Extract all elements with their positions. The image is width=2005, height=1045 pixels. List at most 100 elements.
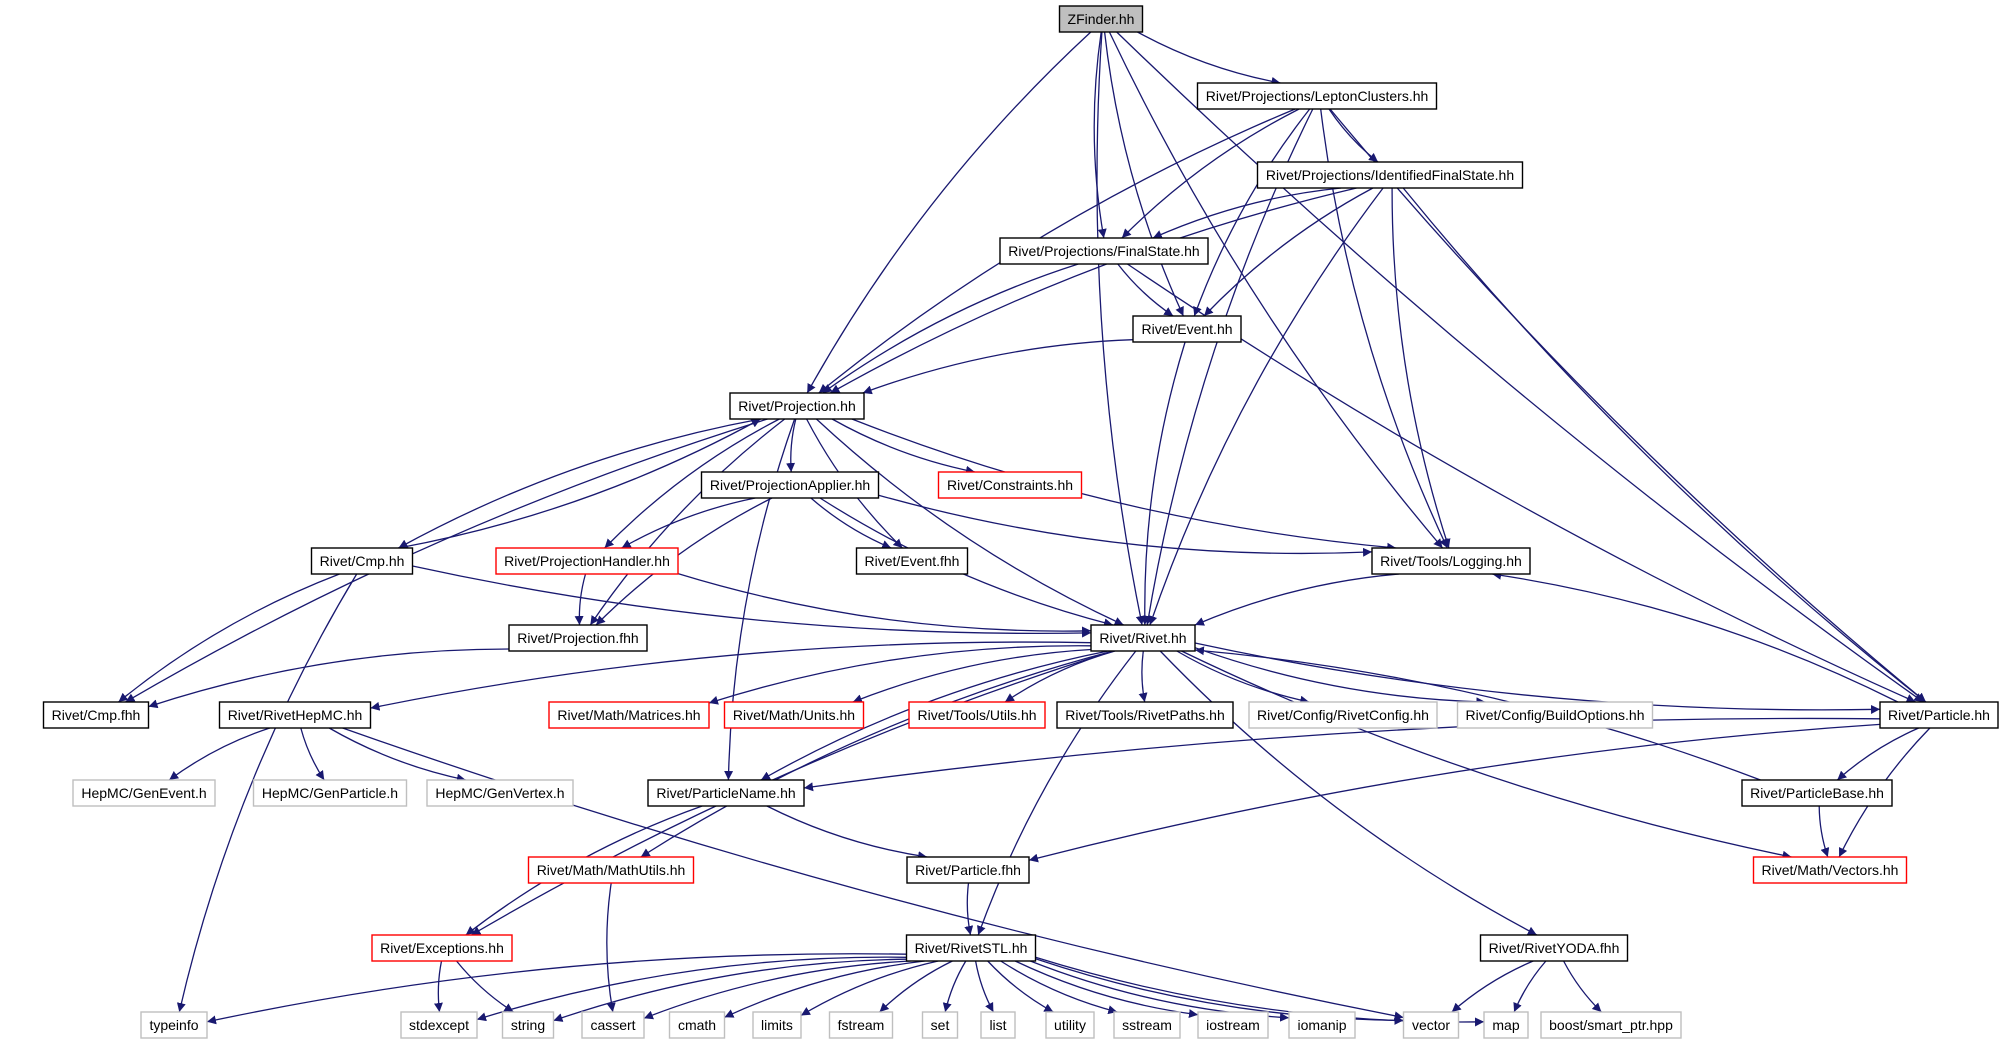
- node-mathutils[interactable]: Rivet/Math/MathUtils.hh: [527, 856, 695, 884]
- node-box: [1197, 1011, 1269, 1039]
- edge-projection-to-projapplier: [786, 418, 797, 473]
- node-label: Rivet/Event.hh: [1141, 321, 1232, 337]
- edge-exceptions-to-stdexcept: [433, 960, 443, 1013]
- node-event[interactable]: Rivet/Event.hh: [1132, 315, 1242, 343]
- node-genparticle: HepMC/GenParticle.h: [252, 779, 408, 807]
- node-label: Rivet/Cmp.fhh: [52, 707, 141, 723]
- node-rivetpaths[interactable]: Rivet/Tools/RivetPaths.hh: [1056, 701, 1234, 729]
- node-rivethepmc[interactable]: Rivet/RivetHepMC.hh: [218, 701, 372, 729]
- node-box: [723, 701, 865, 729]
- node-label: ZFinder.hh: [1068, 11, 1135, 27]
- node-eventfhh[interactable]: Rivet/Event.fhh: [855, 547, 969, 575]
- node-rivetyoda[interactable]: Rivet/RivetYODA.fhh: [1479, 934, 1629, 962]
- node-sstream: sstream: [1113, 1011, 1181, 1039]
- node-box: [508, 624, 648, 652]
- node-set: set: [921, 1011, 959, 1039]
- node-box: [140, 1011, 208, 1039]
- node-label: Rivet/Tools/Utils.hh: [917, 707, 1036, 723]
- edge-projection-to-projhandler: [604, 418, 780, 549]
- node-label: list: [989, 1017, 1006, 1033]
- node-box: [921, 1011, 959, 1039]
- node-box: [1483, 1011, 1529, 1039]
- node-idfs[interactable]: Rivet/Projections/IdentifiedFinalState.h…: [1256, 161, 1524, 189]
- edge-rivet-to-rivethepmc: [370, 641, 1092, 711]
- node-utils[interactable]: Rivet/Tools/Utils.hh: [908, 701, 1046, 729]
- node-smartptr: boost/smart_ptr.hpp: [1540, 1011, 1682, 1039]
- node-box: [1248, 701, 1438, 729]
- node-label: stdexcept: [409, 1017, 469, 1033]
- node-particlename[interactable]: Rivet/ParticleName.hh: [647, 779, 805, 807]
- node-constraints[interactable]: Rivet/Constraints.hh: [937, 471, 1083, 499]
- node-particlefhh[interactable]: Rivet/Particle.fhh: [906, 856, 1030, 884]
- node-projhandler[interactable]: Rivet/ProjectionHandler.hh: [495, 547, 679, 575]
- node-box: [310, 547, 414, 575]
- node-label: Rivet/RivetYODA.fhh: [1489, 940, 1620, 956]
- node-box: [581, 1011, 645, 1039]
- node-label: iomanip: [1297, 1017, 1346, 1033]
- edge-zfinder-to-leptonclusters: [1137, 31, 1281, 86]
- edge-zfinder-to-finalstate: [1093, 31, 1107, 239]
- node-map: map: [1483, 1011, 1529, 1039]
- node-vectors[interactable]: Rivet/Math/Vectors.hh: [1752, 856, 1908, 884]
- edge-rivetstl-to-string: [553, 958, 907, 1022]
- node-label: cmath: [678, 1017, 716, 1033]
- edge-rivethepmc-to-genvertex: [328, 727, 466, 783]
- edge-rivetstl-to-sstream: [1000, 960, 1118, 1015]
- edge-leptonclusters-to-particle: [1329, 108, 1927, 703]
- node-label: HepMC/GenParticle.h: [262, 785, 398, 801]
- node-box: [729, 392, 865, 420]
- node-rivetconfig: Rivet/Config/RivetConfig.hh: [1248, 701, 1438, 729]
- edge-rivetstl-to-list: [974, 960, 994, 1013]
- node-projection[interactable]: Rivet/Projection.hh: [729, 392, 865, 420]
- node-label: Rivet/Projection.fhh: [517, 630, 638, 646]
- edge-leptonclusters-to-projection: [818, 108, 1296, 394]
- edge-finalstate-to-event: [1117, 263, 1174, 317]
- node-string: string: [501, 1011, 555, 1039]
- node-box: [501, 1011, 555, 1039]
- node-box: [1196, 82, 1438, 110]
- node-label: cassert: [590, 1017, 635, 1033]
- edge-event-to-rivet: [1140, 341, 1186, 626]
- node-box: [1540, 1011, 1682, 1039]
- edge-rivetyoda-to-smartptr: [1563, 960, 1602, 1013]
- node-rivetstl[interactable]: Rivet/RivetSTL.hh: [905, 934, 1037, 962]
- node-logging[interactable]: Rivet/Tools/Logging.hh: [1371, 547, 1531, 575]
- edge-rivet-to-rivetpaths: [1138, 650, 1148, 703]
- node-label: Rivet/Tools/Logging.hh: [1380, 553, 1522, 569]
- edge-rivet-to-units: [852, 648, 1092, 703]
- node-particle[interactable]: Rivet/Particle.hh: [1879, 701, 1999, 729]
- edge-zfinder-to-event: [1103, 31, 1184, 317]
- node-box: [908, 701, 1046, 729]
- node-cmp[interactable]: Rivet/Cmp.hh: [310, 547, 414, 575]
- node-particlebase[interactable]: Rivet/ParticleBase.hh: [1741, 779, 1893, 807]
- node-box: [700, 471, 880, 499]
- node-units[interactable]: Rivet/Math/Units.hh: [723, 701, 865, 729]
- node-label: Rivet/RivetHepMC.hh: [228, 707, 363, 723]
- node-projapplier[interactable]: Rivet/ProjectionApplier.hh: [700, 471, 880, 499]
- node-projfhh[interactable]: Rivet/Projection.fhh: [508, 624, 648, 652]
- node-rivet[interactable]: Rivet/Rivet.hh: [1090, 624, 1196, 652]
- node-label: Rivet/ProjectionHandler.hh: [504, 553, 670, 569]
- edge-projection-to-projfhh: [589, 418, 786, 626]
- node-leptonclusters[interactable]: Rivet/Projections/LeptonClusters.hh: [1196, 82, 1438, 110]
- edge-particlename-to-particlefhh: [766, 805, 928, 861]
- edge-cmp-to-cmpfhh: [118, 573, 340, 703]
- node-label: Rivet/ParticleBase.hh: [1750, 785, 1884, 801]
- edge-idfs-to-finalstate: [1152, 187, 1342, 239]
- node-label: HepMC/GenEvent.h: [81, 785, 206, 801]
- edge-idfs-to-logging: [1391, 187, 1451, 549]
- node-box: [1288, 1011, 1356, 1039]
- node-box: [1090, 624, 1196, 652]
- node-label: Rivet/Cmp.hh: [320, 553, 405, 569]
- node-cmpfhh[interactable]: Rivet/Cmp.fhh: [42, 701, 150, 729]
- node-box: [371, 934, 513, 962]
- node-box: [905, 934, 1037, 962]
- node-finalstate[interactable]: Rivet/Projections/FinalState.hh: [999, 237, 1209, 265]
- node-zfinder[interactable]: ZFinder.hh: [1058, 5, 1144, 33]
- node-matrices[interactable]: Rivet/Math/Matrices.hh: [548, 701, 710, 729]
- node-box: [1741, 779, 1893, 807]
- edge-leptonclusters-to-idfs: [1328, 108, 1379, 163]
- edge-rivetstl-to-limits: [800, 960, 939, 1017]
- node-exceptions[interactable]: Rivet/Exceptions.hh: [371, 934, 513, 962]
